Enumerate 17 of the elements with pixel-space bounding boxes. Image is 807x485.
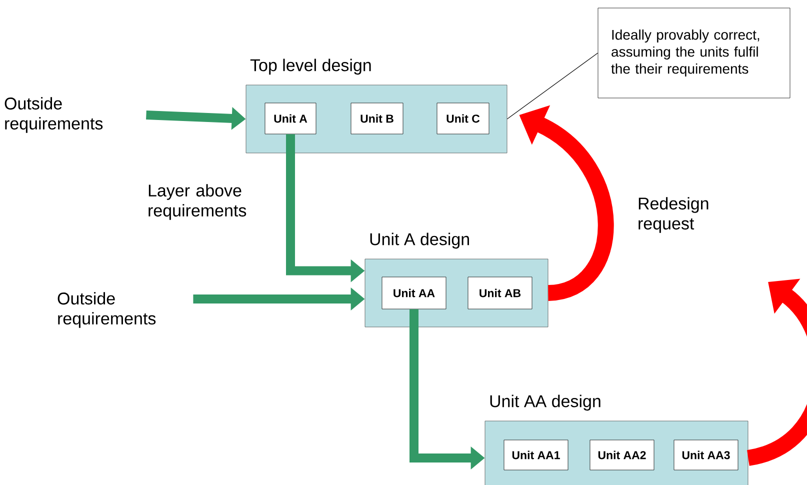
leader-line [506,52,598,120]
unit-box: Unit AA [382,276,446,310]
unit-box: Unit C [436,102,490,134]
unit-box: Unit B [350,102,404,134]
unit-box: Unit AA2 [590,440,654,470]
box-heading: Unit AA design [490,394,600,411]
requirement-text: Outside requirements [4,97,103,133]
edge-label: Layer above requirements [148,184,246,220]
edge-label: Redesign request [638,197,708,233]
callout-box: Ideally provably correct, assuming the units fulfil the their requirements [598,8,790,98]
box-heading: Top level design [250,58,371,75]
unit-box: Unit AB [468,276,532,310]
box-heading: Unit A design [370,232,469,249]
unit-box: Unit AA3 [674,440,738,470]
unit-box: Unit A [264,102,316,134]
requirement-text: Outside requirements [58,292,156,328]
unit-box: Unit AA1 [504,440,568,470]
